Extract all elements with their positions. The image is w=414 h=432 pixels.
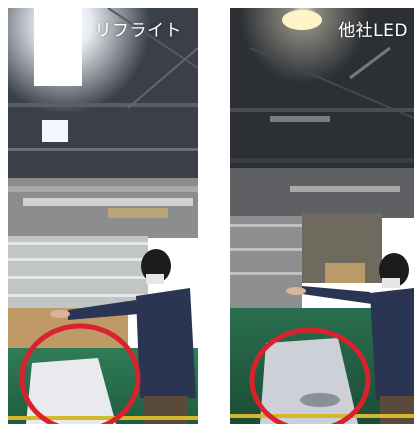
factory-photo-right (230, 8, 414, 424)
factory-photo-left (8, 8, 198, 424)
person-jacket (370, 288, 414, 400)
highlight-circle (249, 327, 371, 424)
photo-panel-right: 他社LED (230, 8, 414, 424)
panel-label: リフライト (94, 21, 182, 41)
hand-shadow (300, 393, 340, 407)
white-sheet (26, 358, 116, 424)
ceiling-light (282, 10, 322, 30)
ceiling-light (34, 8, 82, 86)
highlight-circle (19, 323, 141, 424)
person-jacket (136, 288, 196, 398)
photo-panel-left: リフライト (8, 8, 198, 424)
panel-label: 他社LED (338, 21, 408, 41)
